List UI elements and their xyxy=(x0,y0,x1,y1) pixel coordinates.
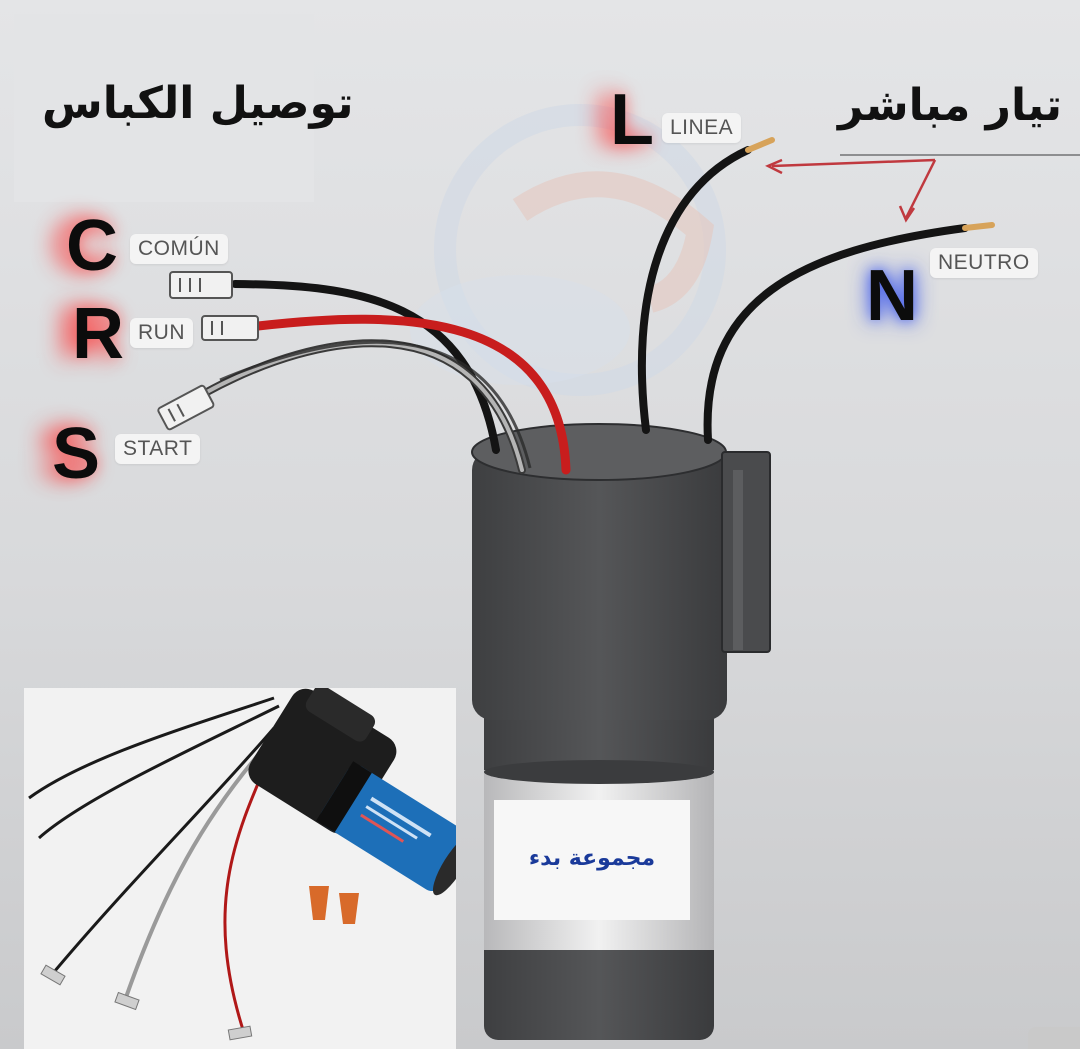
capacitor-connection-title: توصيل الكباس xyxy=(42,78,354,129)
start-kit-label: مجموعة بدء xyxy=(528,846,656,871)
start-kit-photo xyxy=(24,688,456,1049)
title-box xyxy=(14,14,314,202)
supply-letter-l: L xyxy=(610,80,654,160)
connector-common xyxy=(169,271,233,299)
tag-common: COMÚN xyxy=(130,234,228,264)
supply-letter-n: N xyxy=(866,256,918,336)
line-wire-tip xyxy=(745,137,775,153)
tag-line: LINEA xyxy=(662,113,742,143)
supply-arrows xyxy=(765,158,937,223)
direct-current-title: تيار مباشر xyxy=(838,80,1063,131)
tag-start: START xyxy=(115,434,201,464)
wire-common xyxy=(231,280,500,454)
neutral-wire-tip xyxy=(962,222,995,231)
start-kit-label-box: مجموعة بدء xyxy=(494,800,690,920)
connector-start xyxy=(157,384,215,431)
terminal-letter-s: S xyxy=(52,414,101,494)
tag-run: RUN xyxy=(130,318,193,348)
start-kit-photo-drawing xyxy=(28,688,456,1041)
wire-neutral xyxy=(703,224,969,444)
wire-run xyxy=(253,314,571,475)
page-corner-tab xyxy=(1028,1027,1080,1049)
heading-underline xyxy=(840,154,1080,156)
wire-line xyxy=(637,146,752,434)
terminal-letter-c: C xyxy=(66,206,118,286)
connector-run xyxy=(201,315,259,341)
tag-neutral: NEUTRO xyxy=(930,248,1038,278)
terminal-letter-r: R xyxy=(72,294,124,374)
relay-housing xyxy=(471,423,771,720)
